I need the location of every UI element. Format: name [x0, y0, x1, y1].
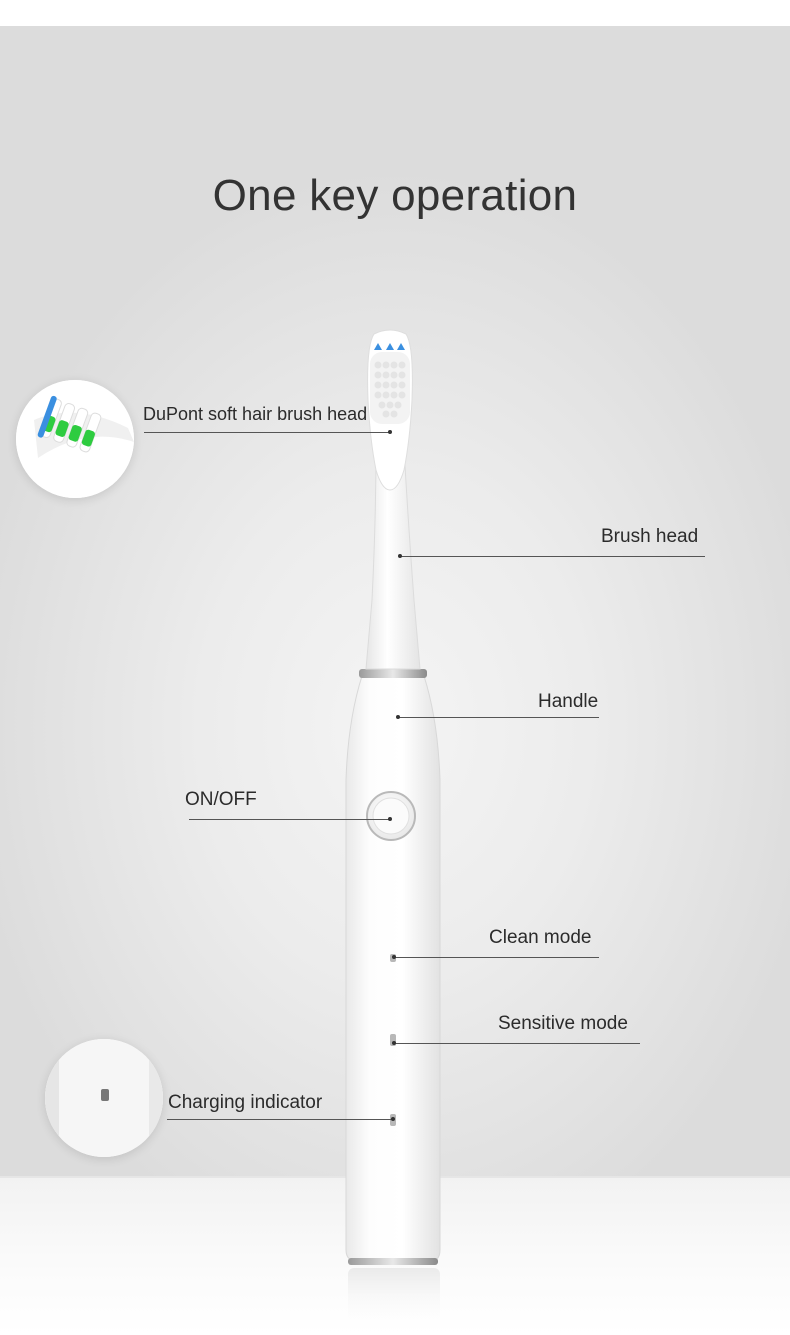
neck-ring: [359, 669, 427, 678]
label-brush-head: Brush head: [601, 526, 699, 547]
toothbrush-reflection: [348, 1268, 440, 1328]
brush-head-closeup-image: [16, 380, 134, 498]
label-charging-indicator: Charging indicator: [168, 1092, 323, 1113]
power-button-inner: [372, 797, 410, 835]
dot-brush-head-detail: [388, 430, 392, 434]
leader-handle: [398, 717, 599, 718]
charging-closeup: [45, 1039, 163, 1157]
toothbrush-handle: [345, 675, 441, 1263]
blue-bristle-tips: [374, 343, 405, 350]
label-on-off: ON/OFF: [185, 789, 257, 810]
toothbrush-neck: [365, 447, 421, 670]
dot-sensitive-mode: [392, 1041, 396, 1045]
charging-closeup-image: [45, 1039, 163, 1157]
leader-on-off: [189, 819, 390, 820]
leader-sensitive-mode: [394, 1043, 640, 1044]
leader-charging-indicator: [167, 1119, 393, 1120]
toothbrush-image: [345, 329, 441, 1328]
product-scene: One key operation: [0, 26, 790, 1335]
dot-charging-indicator: [391, 1117, 395, 1121]
bristle-tufts: [374, 361, 406, 418]
leader-clean-mode: [394, 957, 599, 958]
dot-brush-head: [398, 554, 402, 558]
base-ring: [348, 1258, 438, 1265]
dot-on-off: [388, 817, 392, 821]
label-handle: Handle: [538, 691, 599, 712]
leader-brush-head: [400, 556, 705, 557]
label-brush-head-detail: DuPont soft hair brush head: [143, 404, 368, 424]
leader-brush-head-detail: [144, 432, 390, 433]
label-clean-mode: Clean mode: [489, 927, 592, 948]
label-sensitive-mode: Sensitive mode: [498, 1013, 628, 1034]
brush-head-closeup: [16, 380, 134, 498]
dot-clean-mode: [392, 955, 396, 959]
dot-handle: [396, 715, 400, 719]
page-title: One key operation: [212, 171, 578, 220]
